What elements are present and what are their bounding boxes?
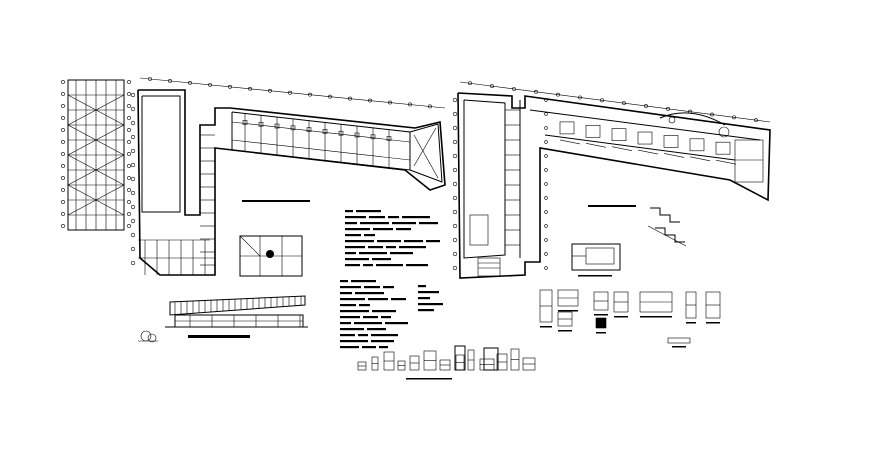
ground-floor-plan <box>130 77 446 276</box>
roof-framing-plan <box>61 79 131 231</box>
stair-section-detail <box>647 207 687 247</box>
tree-symbol <box>138 330 158 343</box>
right-details-row <box>539 289 721 334</box>
title-underline-2 <box>588 205 636 207</box>
first-floor-plan <box>452 81 771 279</box>
notes-block <box>345 210 440 267</box>
room-detail-plan <box>571 243 621 277</box>
title-underline-1 <box>242 200 310 202</box>
construction-details-strip <box>357 345 536 380</box>
side-elevation <box>165 295 308 338</box>
notes-block-2 <box>340 280 443 349</box>
stair-detail-plan <box>239 235 303 277</box>
scale-note <box>667 337 691 348</box>
